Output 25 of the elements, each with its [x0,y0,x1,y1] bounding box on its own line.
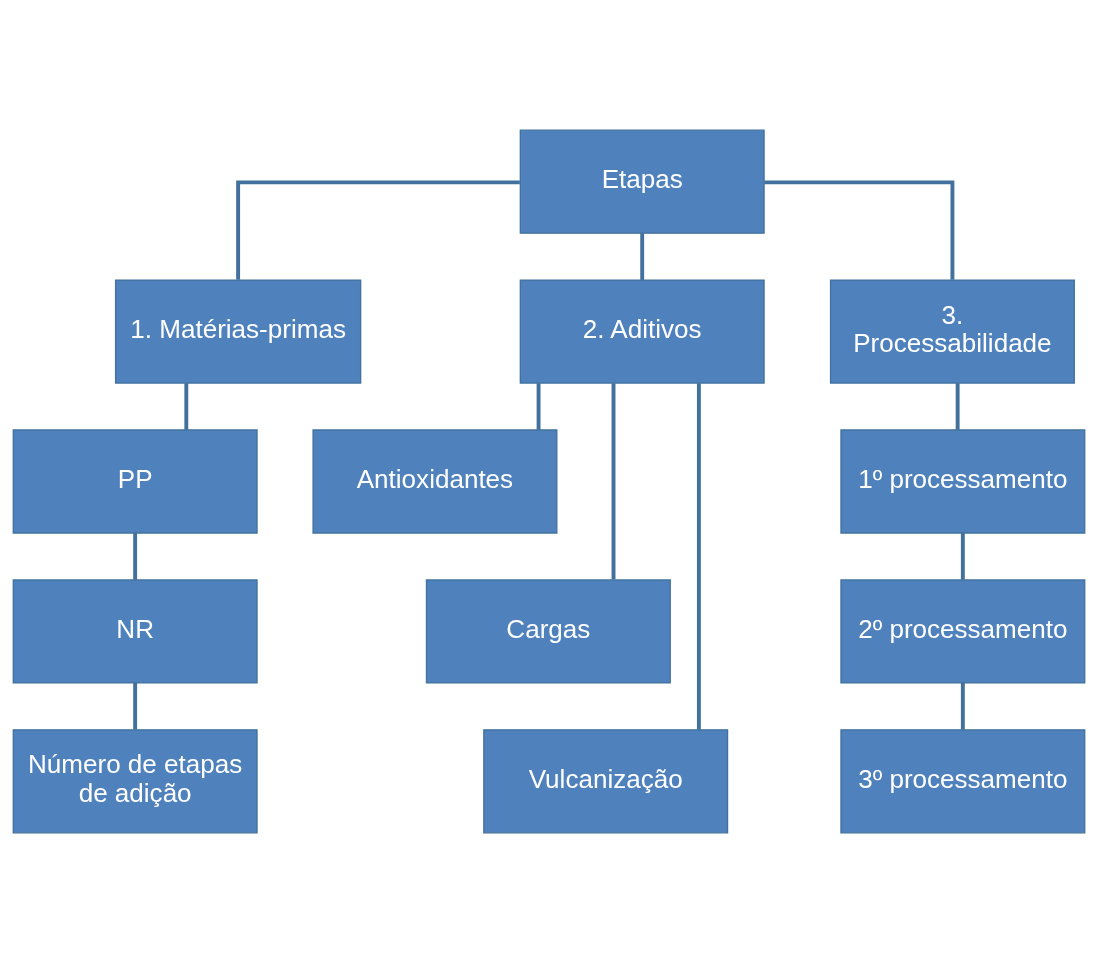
node-box: 3º processamento [840,728,1086,833]
node-box: 2º processamento [840,578,1086,684]
connector [536,382,541,430]
node-box: 2. Aditivos [519,278,765,384]
connector [133,682,138,730]
connector [764,179,955,280]
connector [960,682,965,730]
node-box: 1. Matérias-primas [114,278,362,384]
connector [611,382,616,580]
connector [955,382,960,430]
connector [236,179,520,280]
connector [696,382,701,730]
connector [184,382,189,430]
node-box: Etapas [519,129,765,234]
connector [960,532,965,580]
connector [640,232,645,280]
node-box: Cargas [425,578,671,684]
node-box: PP [12,428,258,534]
connector [133,532,138,580]
node-box: Antioxidantes [312,428,558,534]
node-box: Número de etapas de adição [12,728,258,833]
node-box: 3. Processabilidade [829,278,1075,384]
node-box: NR [12,578,258,684]
node-box: Vulcanização [483,728,729,833]
node-box: 1º processamento [840,428,1086,534]
